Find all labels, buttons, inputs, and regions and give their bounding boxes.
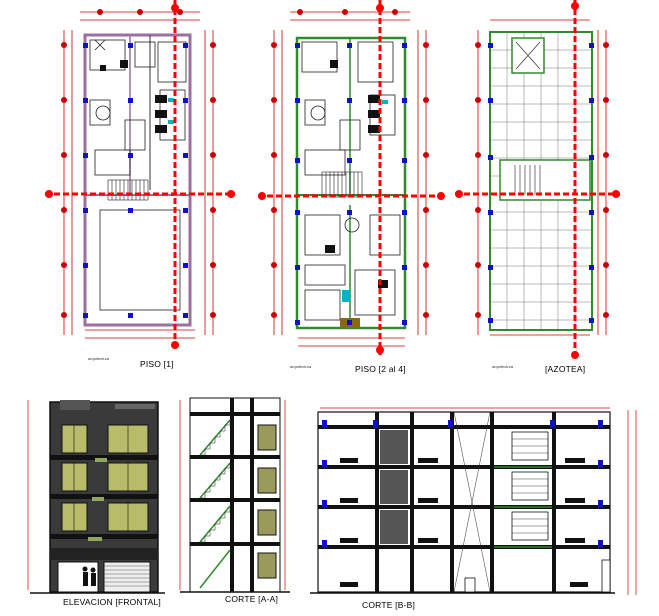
piso-2-al-4-title: PISO [2 al 4] [355, 364, 406, 374]
plan-1-caption: arquitectura [88, 356, 110, 361]
plan-piso-2-al-4 [258, 0, 445, 355]
piso-1-title: PISO [1] [140, 359, 174, 369]
section-corte-a-a [179, 397, 290, 593]
section-corte-b-b [310, 407, 637, 595]
azotea-title: [AZOTEA] [545, 364, 586, 374]
corte-a-a-title: CORTE [A-A] [225, 594, 279, 604]
corte-b-b-title: CORTE [B-B] [362, 600, 416, 610]
elevation-frontal [27, 400, 165, 594]
plan-piso-1 [45, 0, 235, 350]
plan-azotea [455, 0, 620, 360]
plan-3-caption: arquitectura [492, 364, 514, 369]
plan-2-caption: arquitectura [290, 364, 312, 369]
elevacion-frontal-title: ELEVACION [FRONTAL] [63, 597, 161, 607]
